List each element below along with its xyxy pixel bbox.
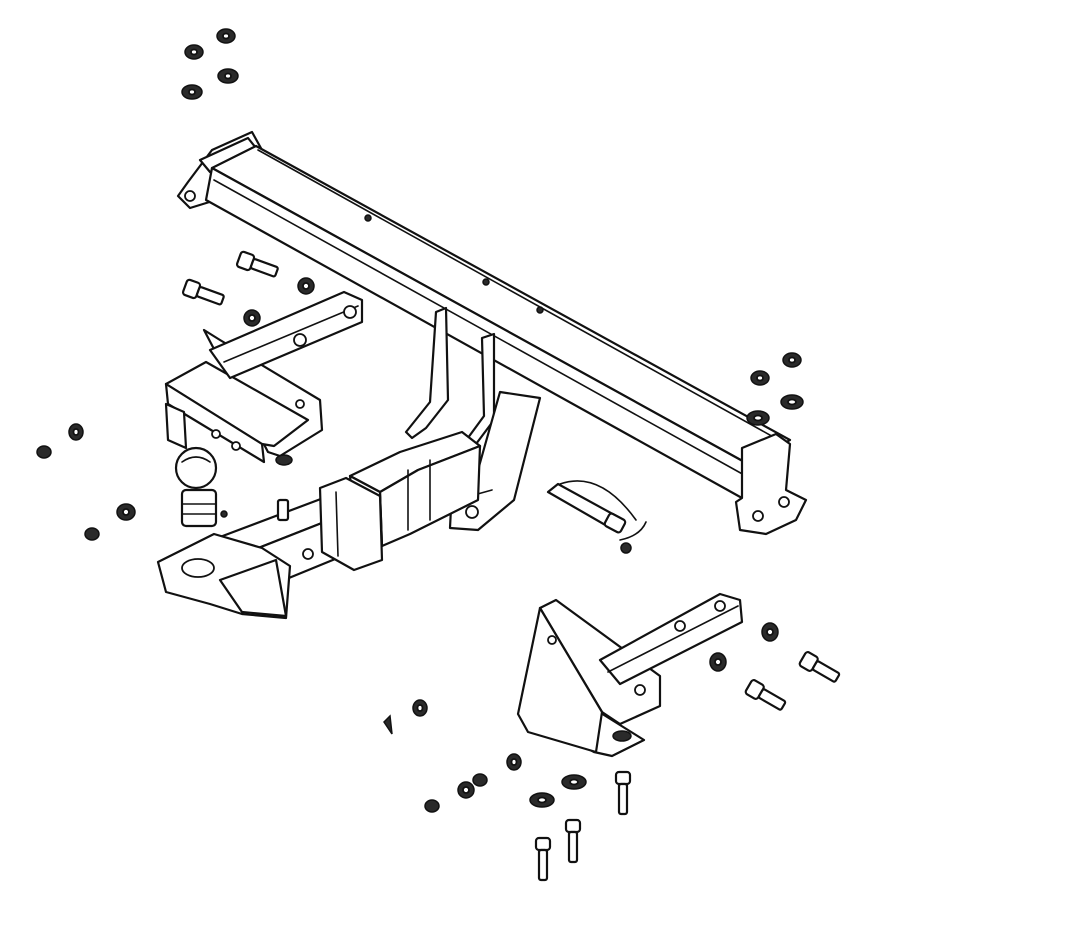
- crossbar-beam: [176, 130, 808, 536]
- tow-ball: [174, 446, 228, 528]
- right-mounting-bracket: [516, 592, 744, 758]
- left-mounting-bracket: [164, 290, 364, 464]
- hitch-pin: [546, 480, 647, 554]
- mounting-bolts: [181, 250, 841, 882]
- nuts-and-washers: [36, 28, 804, 813]
- tow-bar-neck: [156, 476, 384, 620]
